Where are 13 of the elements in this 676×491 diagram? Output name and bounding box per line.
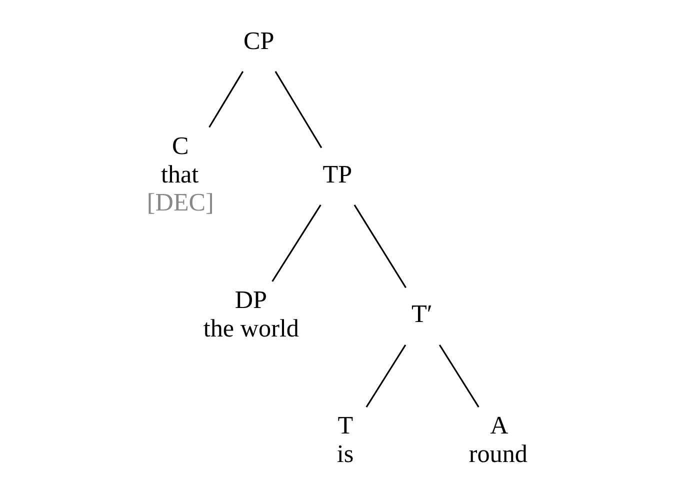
connector	[365, 344, 406, 408]
node-text: T is	[336, 412, 354, 468]
connector	[438, 344, 479, 408]
connector	[353, 204, 406, 288]
connector	[274, 71, 322, 148]
node-text: C that [DEC]	[146, 133, 214, 217]
node-text: T′	[411, 301, 432, 328]
connector	[208, 71, 244, 128]
node-text: CP	[242, 28, 274, 55]
node-text: A round	[468, 412, 528, 468]
connector	[271, 204, 321, 282]
node-text: DP the world	[202, 287, 298, 342]
node-text: TP	[322, 161, 352, 188]
